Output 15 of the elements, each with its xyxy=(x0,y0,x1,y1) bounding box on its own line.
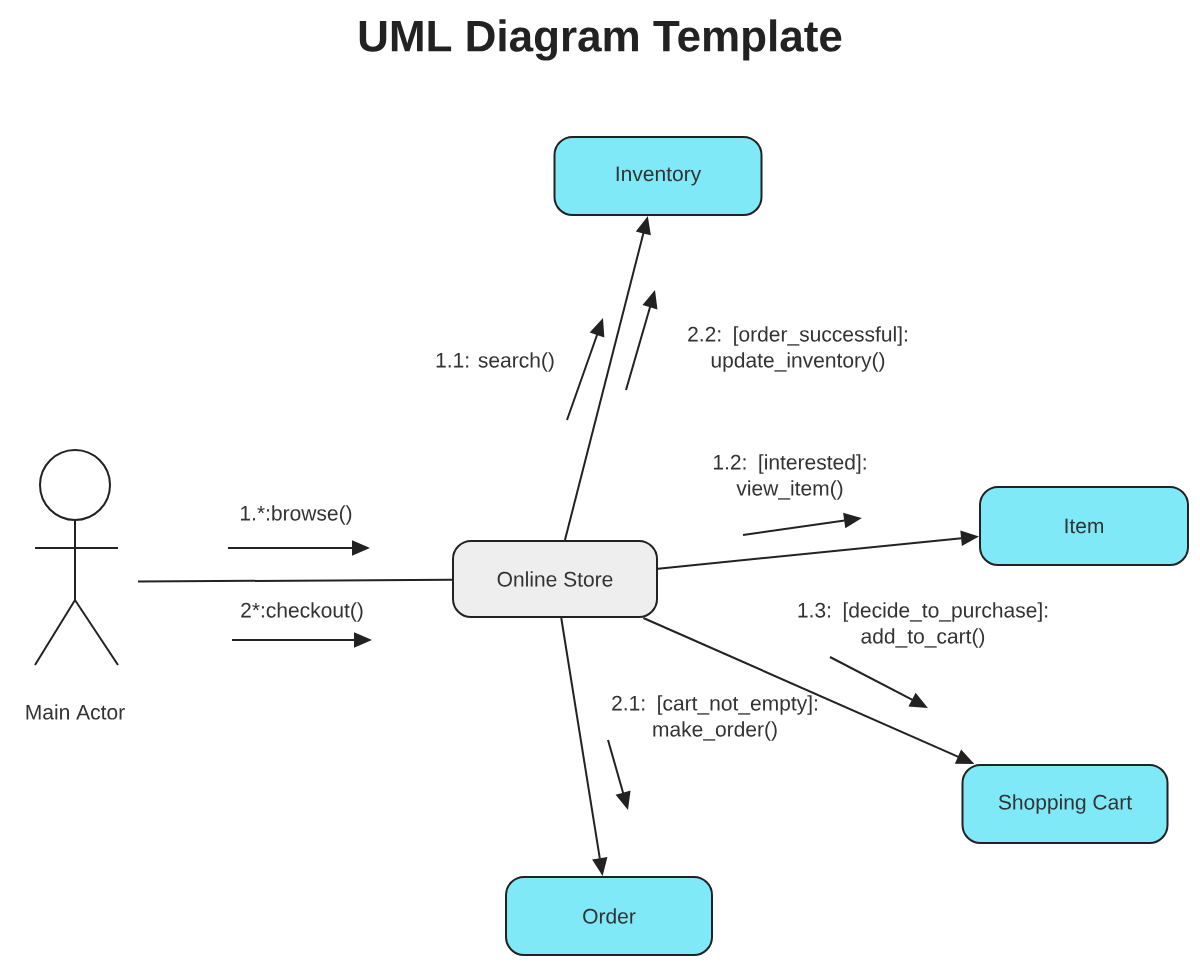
message-label: 2*:checkout() xyxy=(241,602,363,622)
object-box: Shopping Cart xyxy=(961,764,1169,844)
actor-name: Main Actor xyxy=(26,704,125,720)
message-label: 2.2: [order_successful]: update_inventory() xyxy=(688,326,907,372)
message-label: 1.3: [decide_to_purchase]: add_to_cart() xyxy=(798,602,1048,648)
object-box: Online Store xyxy=(452,540,658,618)
object-box: Order xyxy=(505,876,713,956)
message-label: 1.2: [interested]: view_item() xyxy=(714,454,866,500)
object-box: Item xyxy=(979,486,1189,566)
object-box: Inventory xyxy=(553,136,763,216)
title: UML Diagram Template xyxy=(359,19,842,61)
message-label: 1.*:browse() xyxy=(241,505,352,525)
message-label: 1.1: search() xyxy=(436,352,554,372)
connector xyxy=(137,578,453,583)
message-label: 2.1: [cart_not_empty]: make_order() xyxy=(612,695,817,741)
